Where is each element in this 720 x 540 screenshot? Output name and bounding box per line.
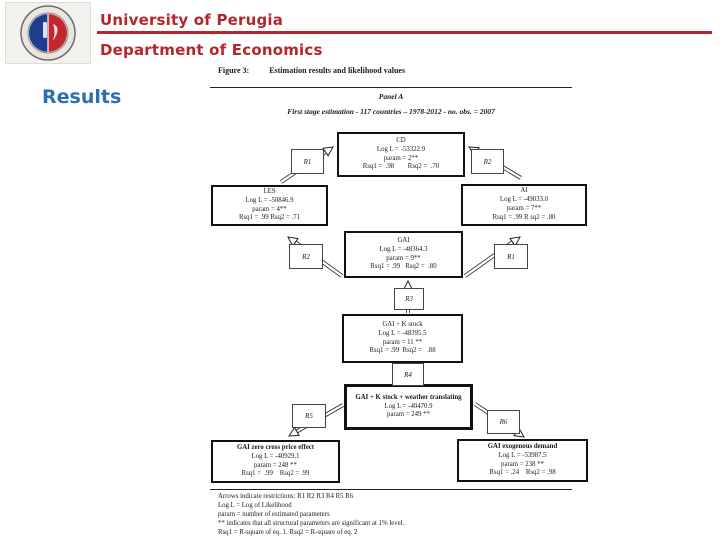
- model-title: AI: [520, 187, 528, 195]
- model-title: GAI exogenous demand: [487, 442, 558, 450]
- model-rsq: Rsq1 = .99 Rsq2 = .71: [238, 214, 301, 222]
- model-rsq: Rsq1 = .99 R sq2 = .80: [492, 213, 556, 221]
- model-param: param = 238 **: [501, 460, 544, 468]
- model-logl: Log L = -40470.9: [384, 402, 433, 410]
- figure-label: Figure 3:: [218, 66, 250, 75]
- model-param: param = 249 **: [387, 411, 430, 419]
- restriction-box-r2-top: R2: [471, 149, 504, 174]
- figure-heading: Figure 3: Estimation results and likelih…: [218, 66, 578, 75]
- model-box-gai-exogenous: GAI exogenous demand Log L = -53987.5 pa…: [457, 439, 588, 482]
- model-box-ai: AI Log L = -49033.0 param = 7** Rsq1 = .…: [461, 184, 587, 226]
- panel-label: Panel A: [378, 92, 404, 101]
- restriction-box-r6: R6: [487, 410, 520, 434]
- footnote-line: Rsq1 = R-square of eq. 1. Rsq2 = R-squar…: [218, 529, 358, 536]
- model-title: GAI + K stock: [382, 320, 423, 328]
- restriction-box-r5: R5: [292, 404, 326, 428]
- restriction-box-r3: R3: [394, 288, 424, 310]
- model-box-gai-kstock-weather: GAI + K stock + weather translating Log …: [344, 384, 473, 430]
- model-rsq: Rsq1 = .24 Rsq2 = .98: [489, 469, 556, 477]
- footnote-line: param = number of estimated parameters: [218, 511, 330, 518]
- model-logl: Log L = -48395.5: [378, 329, 427, 337]
- model-logl: Log L = -53322.9: [376, 145, 426, 153]
- model-param: param = 11 **: [382, 338, 423, 346]
- restriction-box-r1-mid: R1: [494, 244, 528, 269]
- figure-caption: Estimation results and likelihood values: [269, 66, 406, 75]
- model-title: LES: [263, 187, 276, 195]
- figure-subtitle: First stage estimation - 117 countries –…: [287, 107, 495, 116]
- model-box-les: LES Log L = -50846.9 param = 4** Rsq1 = …: [211, 185, 328, 226]
- model-rsq: Rsq1 = .99 Rsq2 = .99: [241, 470, 310, 478]
- model-box-gai-kstock: GAI + K stock Log L = -48395.5 param = 1…: [342, 314, 463, 363]
- figure-footnotes: Arrows indicate restrictions: R1 R2 R3 R…: [218, 492, 578, 537]
- footnote-line: ** indicates that all structural paramet…: [218, 520, 405, 527]
- university-logo: [5, 2, 91, 64]
- footnote-line: Log L = Log of Likelihood: [218, 502, 292, 509]
- model-title: GAI: [397, 236, 410, 244]
- model-logl: Log L = -53987.5: [498, 451, 547, 459]
- model-logl: Log L = -50846.9: [245, 196, 294, 204]
- model-box-gai-zero-cross: GAI zero cross price effect Log L = -409…: [211, 440, 340, 483]
- department-name: Department of Economics: [100, 41, 323, 59]
- model-rsq: Rsq1 = .98 Rsq2 = .70: [362, 163, 440, 171]
- model-param: param = 7**: [506, 205, 542, 212]
- university-name: University of Perugia: [100, 11, 284, 29]
- footnote-line: Arrows indicate restrictions: R1 R2 R3 R…: [218, 493, 354, 500]
- model-param: param = 2**: [383, 154, 419, 162]
- model-param: param = 4**: [252, 205, 287, 213]
- model-box-gai: GAI Log L = -48364.3 param = 9** Rsq1 = …: [344, 231, 463, 278]
- restriction-box-r4: R4: [392, 363, 424, 386]
- model-rsq: Rsq1 = .99 Rsq2 = .80: [370, 263, 437, 271]
- model-box-cd: CD Log L = -53322.9 param = 2** Rsq1 = .…: [337, 132, 465, 177]
- model-rsq: Rsq1 = .99 Rsq2 = .88: [369, 347, 436, 355]
- figure-top-rule: [210, 87, 572, 88]
- model-logl: Log L = -48364.3: [379, 245, 428, 253]
- model-title: GAI + K stock + weather translating: [355, 393, 462, 401]
- model-param: param = 9**: [386, 254, 421, 262]
- university-seal-icon: [20, 5, 76, 61]
- figure-bottom-rule: [210, 489, 572, 490]
- restriction-box-r2-mid: R2: [289, 244, 323, 269]
- model-logl: Log L = -40929.1: [251, 452, 300, 460]
- model-param: param = 248 **: [254, 461, 297, 469]
- slide-title: Results: [42, 86, 122, 108]
- model-title: GAI zero cross price effect: [236, 443, 315, 451]
- model-logl: Log L = -49033.0: [499, 196, 549, 204]
- restriction-box-r1-top: R1: [291, 149, 324, 174]
- header-divider: [97, 31, 712, 34]
- model-title: CD: [396, 136, 406, 144]
